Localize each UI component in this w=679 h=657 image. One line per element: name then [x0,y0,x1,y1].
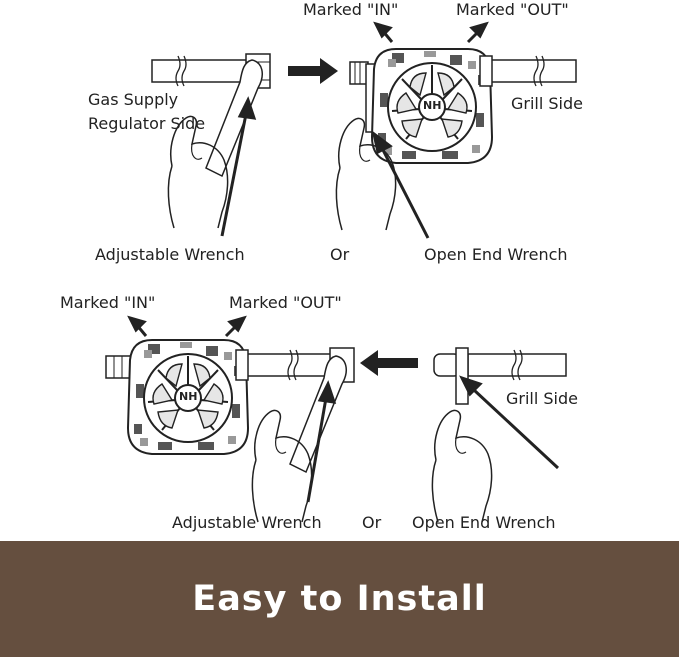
label-marked-in-top: Marked "IN" [303,0,399,19]
diagram-artwork [105,21,577,523]
label-grill-side-top: Grill Side [511,94,583,113]
open-end-wrench-icon [455,347,469,405]
label-marked-out-bottom: Marked "OUT" [229,293,342,312]
regulator-bottom-inlet [105,355,137,379]
adjustable-wrench-icon [205,59,264,178]
regulator-logo-top: NH [423,99,442,112]
label-adjustable-wrench-top: Adjustable Wrench [95,245,245,264]
label-regulator-side: Regulator Side [88,114,206,133]
label-marked-out-top: Marked "OUT" [456,0,569,19]
label-grill-side-bottom: Grill Side [506,389,578,408]
regulator-top-outlet [479,55,577,87]
arrow-icon [360,350,418,376]
label-open-end-wrench-top: Open End Wrench [424,245,568,264]
label-open-end-wrench-bottom: Open End Wrench [412,513,556,532]
pointer-arrows-top [220,21,489,239]
hand-icon [431,409,493,523]
label-gas-supply: Gas Supply [88,90,179,109]
grill-hose-bottom [433,349,567,381]
pointer-arrows-bottom [127,315,560,503]
label-adjustable-wrench-bottom: Adjustable Wrench [172,513,322,532]
label-marked-in-bottom: Marked "IN" [60,293,156,312]
label-or-top: Or [330,245,350,264]
arrow-icon [288,58,338,84]
adjustable-wrench-icon [289,355,348,474]
regulator-logo-bottom: NH [179,390,198,403]
banner: Easy to Install [0,541,679,657]
banner-title: Easy to Install [192,579,487,619]
label-or-bottom: Or [362,513,382,532]
